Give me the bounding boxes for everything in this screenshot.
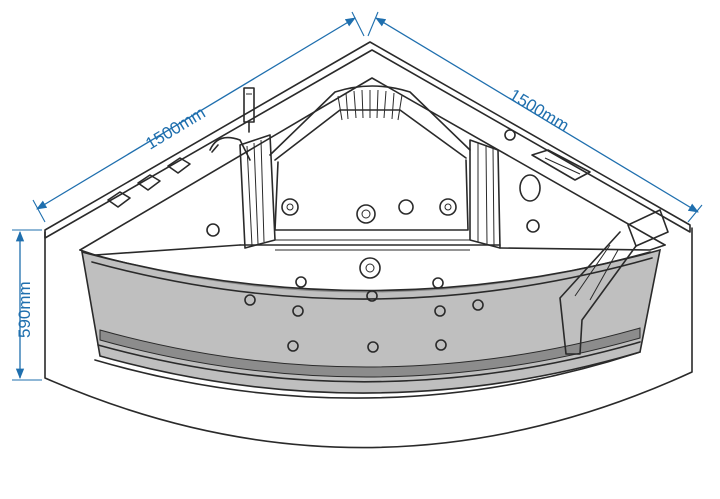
glass-front-panel-icon	[80, 248, 662, 394]
control-panel-icon	[504, 129, 591, 181]
height-label: 590mm	[15, 281, 34, 338]
right-width-dimension-line	[375, 17, 699, 213]
control-knob-icon	[107, 157, 191, 208]
hand-shower-icon	[243, 87, 255, 133]
grab-handle-icon	[559, 209, 669, 355]
massage-jet-icon	[206, 174, 541, 353]
left-width-dimension-line	[36, 17, 356, 210]
bathtub-shell-icon	[44, 41, 693, 449]
dimension-lines	[12, 11, 703, 381]
headrest-icon	[274, 89, 469, 231]
waterfall-faucet-icon	[209, 136, 251, 161]
right-width-label: 1500mm	[506, 85, 572, 135]
left-width-label: 1500mm	[142, 103, 208, 153]
